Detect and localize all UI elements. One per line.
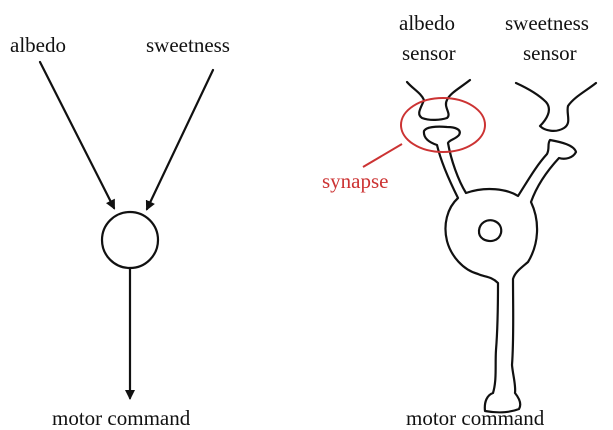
right-panel: albedo sensor sweetness sensor synapse m… — [322, 11, 596, 430]
sweetness-input-arrow — [147, 70, 213, 209]
albedo-input-arrow — [40, 62, 114, 208]
sweetness-sensor-terminal — [516, 83, 596, 131]
sweetness-sensor-label-line2: sensor — [523, 41, 577, 65]
albedo-sensor-label-line1: albedo — [399, 11, 455, 35]
right-motor-command-label: motor command — [406, 406, 545, 430]
synapse-highlight-circle — [401, 98, 485, 152]
neuron-node — [102, 212, 158, 268]
albedo-sensor-label-line2: sensor — [402, 41, 456, 65]
synapse-pointer-line — [363, 144, 402, 167]
left-motor-command-label: motor command — [52, 406, 191, 430]
neuron-outline — [424, 127, 576, 413]
sweetness-sensor-label-line1: sweetness — [505, 11, 589, 35]
left-panel: albedo sweetness motor command — [10, 33, 230, 430]
neuron-nucleus — [479, 220, 501, 241]
albedo-input-label: albedo — [10, 33, 66, 57]
synapse-label: synapse — [322, 169, 389, 193]
sweetness-input-label: sweetness — [146, 33, 230, 57]
